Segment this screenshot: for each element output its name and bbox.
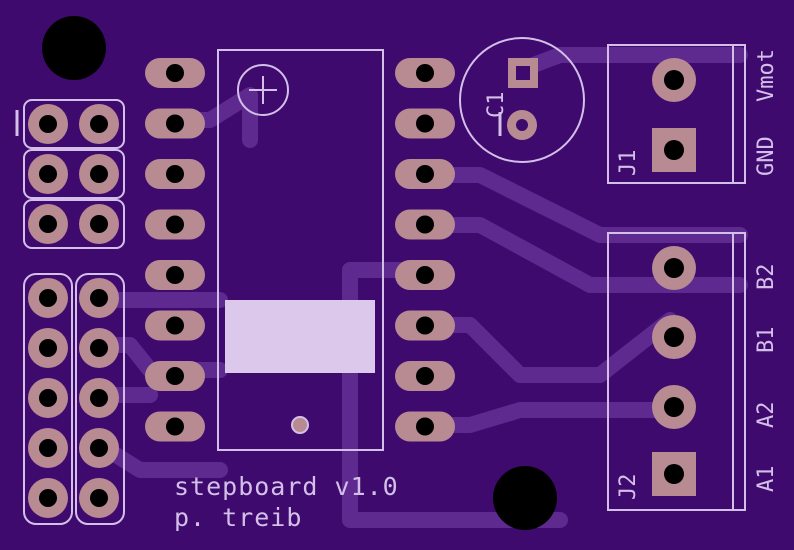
- ic-pad: [145, 108, 205, 139]
- ic-pad: [395, 159, 455, 189]
- header-pin: [28, 328, 68, 368]
- mounting-hole-bottom: [493, 466, 557, 530]
- ic-pad: [395, 361, 455, 391]
- ic-pad: [145, 310, 205, 341]
- ic-pad: [145, 260, 205, 290]
- mounting-hole-top-left: [42, 16, 106, 80]
- header-pin: [28, 104, 68, 144]
- header-pin: [28, 378, 68, 418]
- header-pin: [28, 154, 68, 194]
- connector-j2: [607, 232, 746, 511]
- j2-pin-a1-label: A1: [754, 465, 779, 493]
- capacitor-c1: [459, 37, 585, 163]
- ic-pads: [145, 58, 455, 442]
- header-pin: [28, 278, 68, 318]
- j2-pin-b2-label: B2: [754, 263, 779, 291]
- header-pin: [28, 204, 68, 244]
- j1-pin-vmot-label: Vmot: [754, 49, 779, 102]
- header-pin: [79, 478, 119, 518]
- ic-pad: [145, 411, 205, 442]
- j1-ref-label: J1: [616, 149, 641, 177]
- board-author: p. treib: [174, 503, 303, 532]
- ic-pad: [145, 58, 205, 88]
- header-pin: [79, 378, 119, 418]
- ic-pad: [395, 58, 455, 88]
- ic-pad: [395, 209, 455, 240]
- ic-pad: [395, 108, 455, 139]
- ic-pad: [145, 361, 205, 391]
- header-pin: [28, 478, 68, 518]
- header-bottom-left: [23, 273, 125, 525]
- connector-j1: [607, 44, 746, 184]
- header-pin: [79, 154, 119, 194]
- j2-ref-label: J2: [616, 473, 641, 501]
- j2-pin-a2-label: A2: [754, 401, 779, 429]
- header-pin: [79, 204, 119, 244]
- ic-pad: [145, 209, 205, 240]
- header-pin: [79, 328, 119, 368]
- ic-label-area: [225, 300, 375, 373]
- ic-pad: [145, 159, 205, 189]
- header-pin: [79, 104, 119, 144]
- ic-pad: [395, 260, 455, 290]
- header-pin: [79, 428, 119, 468]
- ic-outline: [217, 49, 384, 451]
- board-title: stepboard v1.0: [174, 472, 399, 501]
- capacitor-ref-label: C1: [484, 91, 509, 119]
- header-pin: [28, 428, 68, 468]
- ic-pad: [395, 411, 455, 442]
- header-pin: [79, 278, 119, 318]
- header-top-left: [15, 99, 125, 249]
- ic-pad: [395, 310, 455, 341]
- j1-pin-gnd-label: GND: [754, 136, 779, 176]
- j2-pin-b1-label: B1: [754, 326, 779, 354]
